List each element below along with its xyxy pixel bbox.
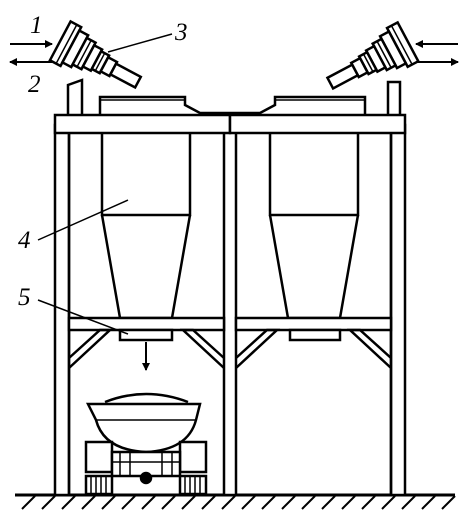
label-4: 4	[18, 227, 31, 254]
top-covers	[98, 95, 367, 115]
ground-hatch-line	[301, 495, 316, 510]
left-hopper	[100, 133, 192, 320]
ground-hatch-line	[81, 495, 96, 510]
truck	[84, 392, 208, 496]
ground-hatch-line	[121, 495, 136, 510]
ground-hatch-line	[221, 495, 236, 510]
ground-hatch-line	[361, 495, 376, 510]
ground-hatch-line	[21, 495, 36, 510]
label-3: 3	[174, 19, 188, 46]
ground-hatch-line	[261, 495, 276, 510]
ground-hatch-line	[281, 495, 296, 510]
ground-hatch-line	[441, 495, 456, 510]
braces	[68, 328, 392, 369]
nozzle-posts	[66, 78, 402, 115]
ground-hatch-line	[341, 495, 356, 510]
ground	[15, 493, 456, 510]
ground-hatch-line	[61, 495, 76, 510]
ground-hatch-line	[321, 495, 336, 510]
right-nozzle	[325, 20, 420, 91]
ground-hatch-line	[201, 495, 216, 510]
ground-hatch-line	[41, 495, 56, 510]
ground-hatch-line	[161, 495, 176, 510]
frame-columns	[53, 123, 407, 497]
flow-arrows	[9, 40, 459, 66]
leader-lines	[37, 33, 173, 335]
ground-hatch-line	[141, 495, 156, 510]
top-beam	[53, 113, 407, 495]
label-5: 5	[18, 284, 31, 311]
ground-hatch-line	[381, 495, 396, 510]
ground-hatch-line	[401, 495, 416, 510]
ground-hatch-line	[101, 495, 116, 510]
ground-hatch-line	[421, 495, 436, 510]
ground-hatch-line	[241, 495, 256, 510]
right-hopper	[268, 133, 360, 320]
label-1: 1	[30, 12, 43, 39]
left-nozzle	[48, 19, 143, 90]
label-2: 2	[28, 71, 41, 98]
ground-hatch-line	[181, 495, 196, 510]
